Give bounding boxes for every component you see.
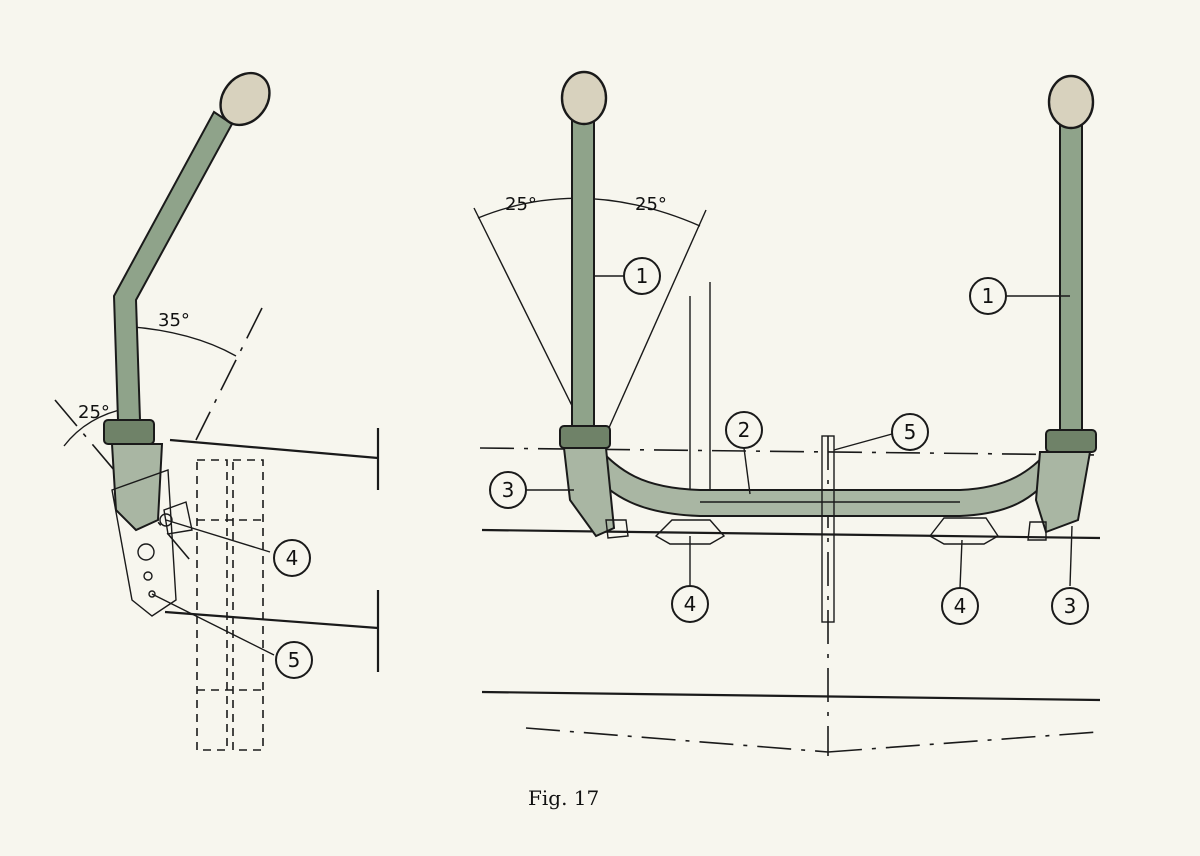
side-socket — [110, 443, 164, 532]
svg-text:3: 3 — [502, 478, 515, 502]
side-lever-tube — [112, 110, 234, 421]
side-view: 35° 25° 4 5 — [54, 71, 380, 751]
front-right-lever-tube — [1059, 119, 1083, 433]
front-view: 25° 25° 1 — [473, 70, 1101, 756]
angle-label-35: 35° — [158, 310, 190, 331]
callout-front-3-left: 3 — [489, 471, 527, 509]
front-right-lever-knob — [1047, 74, 1095, 130]
svg-text:2: 2 — [738, 418, 751, 442]
front-left-collar — [559, 425, 611, 449]
callout-side-4: 4 — [273, 539, 311, 577]
svg-text:4: 4 — [286, 546, 299, 570]
callout-side-5: 5 — [275, 641, 313, 679]
cross-tube — [588, 446, 1058, 517]
front-right-collar — [1045, 429, 1097, 453]
sector-left-limit — [473, 207, 585, 431]
svg-text:1: 1 — [982, 284, 995, 308]
svg-text:5: 5 — [904, 420, 917, 444]
angle-label-25-right: 25° — [635, 194, 667, 215]
callout-front-5: 5 — [891, 413, 929, 451]
front-left-socket — [562, 447, 616, 538]
svg-text:4: 4 — [954, 594, 967, 618]
bearing-block-left — [654, 519, 726, 545]
sector-right-limit — [607, 209, 707, 431]
side-bracket — [111, 469, 177, 617]
bearing-block-right — [928, 517, 999, 545]
svg-text:5: 5 — [288, 648, 301, 672]
callout-front-4-left: 4 — [671, 585, 709, 623]
callout-front-1-left: 1 — [623, 257, 661, 295]
side-lever-knob — [219, 71, 271, 127]
callout-front-4-right: 4 — [941, 587, 979, 625]
central-plate — [821, 435, 835, 623]
side-structure — [54, 307, 380, 751]
angle-label-25-left: 25° — [505, 194, 537, 215]
figure-caption: Fig. 17 — [528, 786, 600, 810]
front-left-lever-tube — [571, 117, 595, 431]
callout-front-2: 2 — [725, 411, 763, 449]
svg-text:1: 1 — [636, 264, 649, 288]
angle-label-25-side: 25° — [78, 402, 110, 423]
svg-text:3: 3 — [1064, 594, 1077, 618]
front-right-socket — [1034, 451, 1092, 534]
callout-front-1-right: 1 — [969, 277, 1007, 315]
side-lever-collar — [103, 419, 155, 445]
front-left-lever-knob — [560, 70, 608, 126]
callout-front-3-right: 3 — [1051, 587, 1089, 625]
svg-text:4: 4 — [684, 592, 697, 616]
